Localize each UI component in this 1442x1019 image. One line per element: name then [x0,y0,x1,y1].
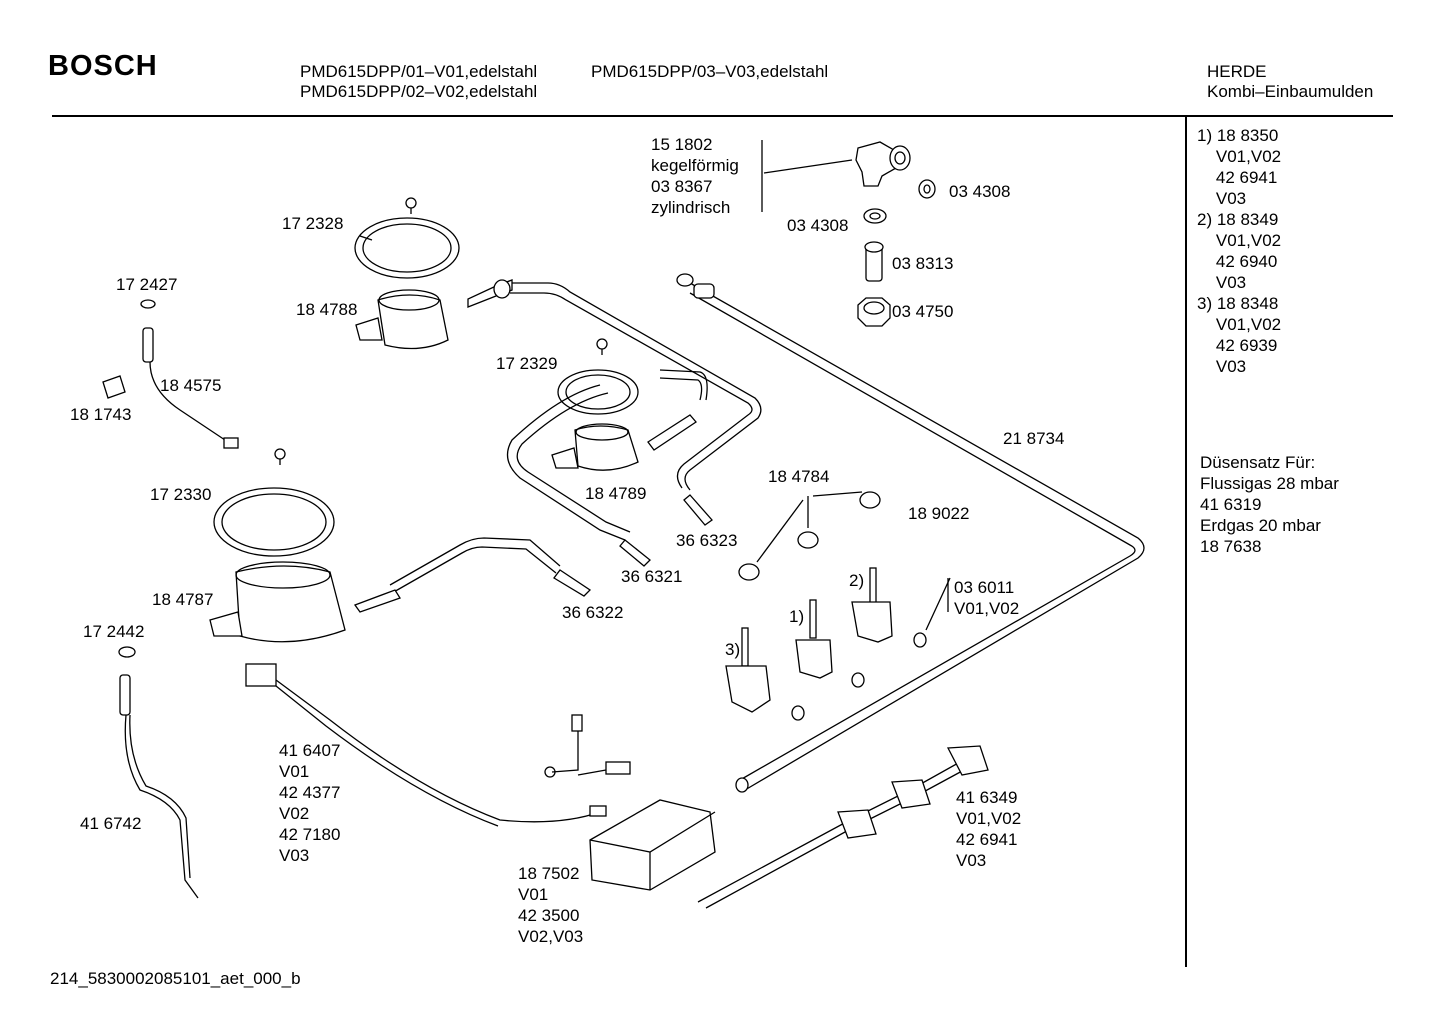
wiring-harness [245,663,631,827]
screw [274,448,286,460]
elbow-fitting [855,141,911,187]
seal-ring [863,208,887,224]
burner-pipe-mid [506,369,708,567]
sidebar-divider [1185,117,1187,967]
part-label-172328: 17 2328 [282,214,344,233]
burner-pipe-top [467,279,762,526]
leader-line [925,577,951,631]
marker-2: 2) [849,571,865,590]
leader-line [756,499,804,563]
screw [596,338,608,350]
brand-logo: BOSCH [48,50,158,82]
part-label-184789: 18 4789 [585,484,647,503]
screw [405,197,417,209]
part-label-034750: 03 4750 [892,302,954,321]
part-label-034308-b: 03 4308 [787,216,849,235]
thermocouple-low [118,646,199,899]
part-label-189022: 18 9022 [908,504,970,523]
gas-tap-3 [725,627,771,713]
burner-cup-low [209,561,346,643]
part-label-172442: 17 2442 [83,622,145,641]
part-label-416349: 41 6349 V01,V02 42 6941 V03 [956,788,1022,870]
nozzle-set-info: Düsensatz Für: Flussigas 28 mbar 41 6319… [1200,453,1339,556]
knob-seal [797,531,819,549]
part-label-218734: 21 8734 [1003,429,1065,448]
category-label: HERDE [1207,62,1267,81]
burner-cup-top [355,289,449,350]
knob-seal [859,491,881,509]
part-label-184788: 18 4788 [296,300,358,319]
part-label-172427: 17 2427 [116,275,178,294]
part-label-036011: 03 6011 V01,V02 [954,578,1020,618]
part-label-184784: 18 4784 [768,467,830,486]
leader-line [763,159,853,174]
burner-ring-mid [557,369,639,415]
part-label-034308-a: 03 4308 [949,182,1011,201]
model-line-2: PMD615DPP/02–V02,edelstahl [300,82,538,101]
seal-ring [918,179,936,199]
thermocouple-top [102,299,239,449]
gas-tap-2 [851,567,893,643]
part-label-416742: 41 6742 [80,814,142,833]
ignition-module [589,799,716,891]
part-label-181743: 18 1743 [70,405,132,424]
header-divider [52,115,1393,117]
part-label-366322: 36 6322 [562,603,624,622]
subcategory-label: Kombi–Einbaumulden [1207,82,1374,101]
gas-tap-1 [795,599,833,679]
o-ring [791,705,805,721]
marker-3: 3) [725,640,741,659]
burner-ring-top [354,217,460,279]
burner-pipe-low [353,537,592,613]
part-label-172329: 17 2329 [496,354,558,373]
model-line-1: PMD615DPP/01–V01,edelstahl [300,62,538,81]
part-label-172330: 17 2330 [150,485,212,504]
burner-ring-low [213,487,335,557]
model-line-3: PMD615DPP/03–V03,edelstahl [591,62,829,81]
burner-cup-mid [551,423,639,471]
part-label-184787: 18 4787 [152,590,214,609]
part-label-416407: 41 6407 V01 42 4377 V02 42 7180 V03 [279,741,341,865]
variant-list: 1) 18 8350 V01,V02 42 6941 V03 2) 18 834… [1197,126,1282,376]
part-label-187502: 18 7502 V01 42 3500 V02,V03 [518,864,584,946]
drawing-code: 214_5830002085101_aet_000_b [50,969,301,988]
marker-1: 1) [789,607,805,626]
o-ring [851,672,865,688]
gas-pipe [676,273,1145,793]
hex-nut [857,297,891,327]
leader-line [812,491,863,497]
adapter-pin [864,241,884,282]
part-label-366321: 36 6321 [621,567,683,586]
part-label-366323: 36 6323 [676,531,738,550]
part-label-038313: 03 8313 [892,254,954,273]
spark-wire [697,745,989,909]
part-label-151802: 15 1802 kegelförmig 03 8367 zylindrisch [651,135,739,217]
o-ring [913,632,927,648]
knob-seal [738,563,760,581]
part-label-184575: 18 4575 [160,376,222,395]
